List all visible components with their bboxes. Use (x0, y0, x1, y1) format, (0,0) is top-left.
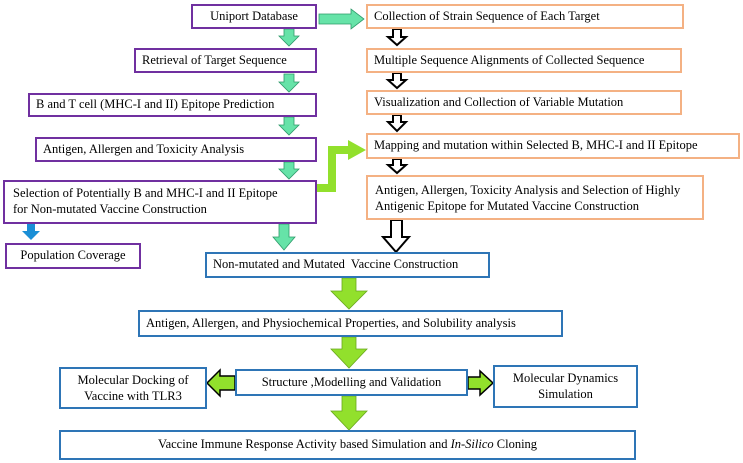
arrow-down-visualization (385, 114, 409, 133)
antigenic-line-2: Antigenic Epitope for Mutated Vaccine Co… (375, 198, 639, 213)
docking-line-2: Vaccine with TLR3 (84, 388, 182, 403)
selection-line-2: for Non-mutated Vaccine Construction (13, 201, 207, 216)
msa-label: Multiple Sequence Alignments of Collecte… (374, 52, 645, 67)
arrow-down-mapping (385, 158, 409, 175)
arrow-down-properties (330, 336, 368, 369)
dynamics-line-1: Molecular Dynamics (512, 371, 619, 385)
final-prefix: Vaccine Immune Response Activity based S… (157, 437, 451, 452)
population-coverage-box: Population Coverage (5, 243, 141, 269)
arrow-left-docking (205, 368, 236, 398)
arrow-elbow-selection-mapping (314, 140, 366, 192)
uniport-database-label: Uniport Database (210, 8, 298, 23)
arrow-down-antigenic (380, 219, 412, 254)
dynamics-line-2: Simulation (538, 386, 593, 401)
arrow-down-msa (385, 72, 409, 90)
arrow-down-population (22, 224, 40, 240)
mapping-box: Mapping and mutation within Selected B, … (366, 133, 740, 159)
final-suffix: Cloning (493, 437, 538, 452)
final-italic: In-Silico (450, 437, 494, 452)
arrow-down-retrieval (278, 73, 300, 93)
arrow-down-construction (330, 277, 368, 310)
epitope-prediction-box: B and T cell (MHC-I and II) Epitope Pred… (28, 93, 317, 117)
properties-box: Antigen, Allergen, and Physiochemical Pr… (138, 310, 563, 337)
arrow-down-uniport (278, 28, 300, 47)
selection-box: Selection of Potentially B and MHC-I and… (3, 180, 317, 224)
epitope-prediction-label: B and T cell (MHC-I and II) Epitope Pred… (36, 97, 275, 112)
strain-collection-box: Collection of Strain Sequence of Each Ta… (366, 4, 684, 29)
vaccine-construction-box: Non-mutated and Mutated Vaccine Construc… (205, 252, 490, 278)
visualization-box: Visualization and Collection of Variable… (366, 90, 682, 115)
strain-collection-label: Collection of Strain Sequence of Each Ta… (374, 8, 600, 23)
docking-box: Molecular Docking of Vaccine with TLR3 (59, 367, 207, 409)
retrieval-label: Retrieval of Target Sequence (142, 52, 287, 67)
arrow-down-selection (272, 223, 296, 251)
final-simulation-label: Vaccine Immune Response Activity based S… (158, 437, 537, 453)
analysis-box: Antigen, Allergen and Toxicity Analysis (35, 137, 317, 162)
dynamics-box: Molecular Dynamics Simulation (493, 365, 638, 408)
population-coverage-label: Population Coverage (20, 248, 126, 263)
arrow-right-uniport (318, 8, 365, 30)
docking-line-1: Molecular Docking of (77, 373, 189, 387)
arrow-down-analysis (278, 161, 300, 180)
arrow-right-dynamics (467, 369, 495, 397)
retrieval-box: Retrieval of Target Sequence (134, 48, 317, 73)
selection-line-1: Selection of Potentially B and MHC-I and… (13, 186, 278, 200)
final-simulation-box: Vaccine Immune Response Activity based S… (59, 430, 636, 460)
structure-box: Structure ,Modelling and Validation (235, 369, 468, 396)
arrow-down-collection (385, 28, 409, 47)
msa-box: Multiple Sequence Alignments of Collecte… (366, 48, 682, 73)
structure-label: Structure ,Modelling and Validation (261, 374, 442, 389)
uniport-database-box: Uniport Database (191, 4, 317, 29)
analysis-label: Antigen, Allergen and Toxicity Analysis (43, 141, 245, 156)
properties-label: Antigen, Allergen, and Physiochemical Pr… (146, 315, 516, 330)
mapping-label: Mapping and mutation within Selected B, … (374, 138, 698, 153)
arrow-down-epitope (278, 116, 300, 136)
antigenic-line-1: Antigen, Allergen, Toxicity Analysis and… (375, 183, 681, 197)
vaccine-construction-label: Non-mutated and Mutated Vaccine Construc… (213, 257, 459, 272)
arrow-down-structure (330, 395, 368, 431)
visualization-label: Visualization and Collection of Variable… (374, 94, 624, 109)
antigenic-epitope-box: Antigen, Allergen, Toxicity Analysis and… (366, 175, 704, 220)
